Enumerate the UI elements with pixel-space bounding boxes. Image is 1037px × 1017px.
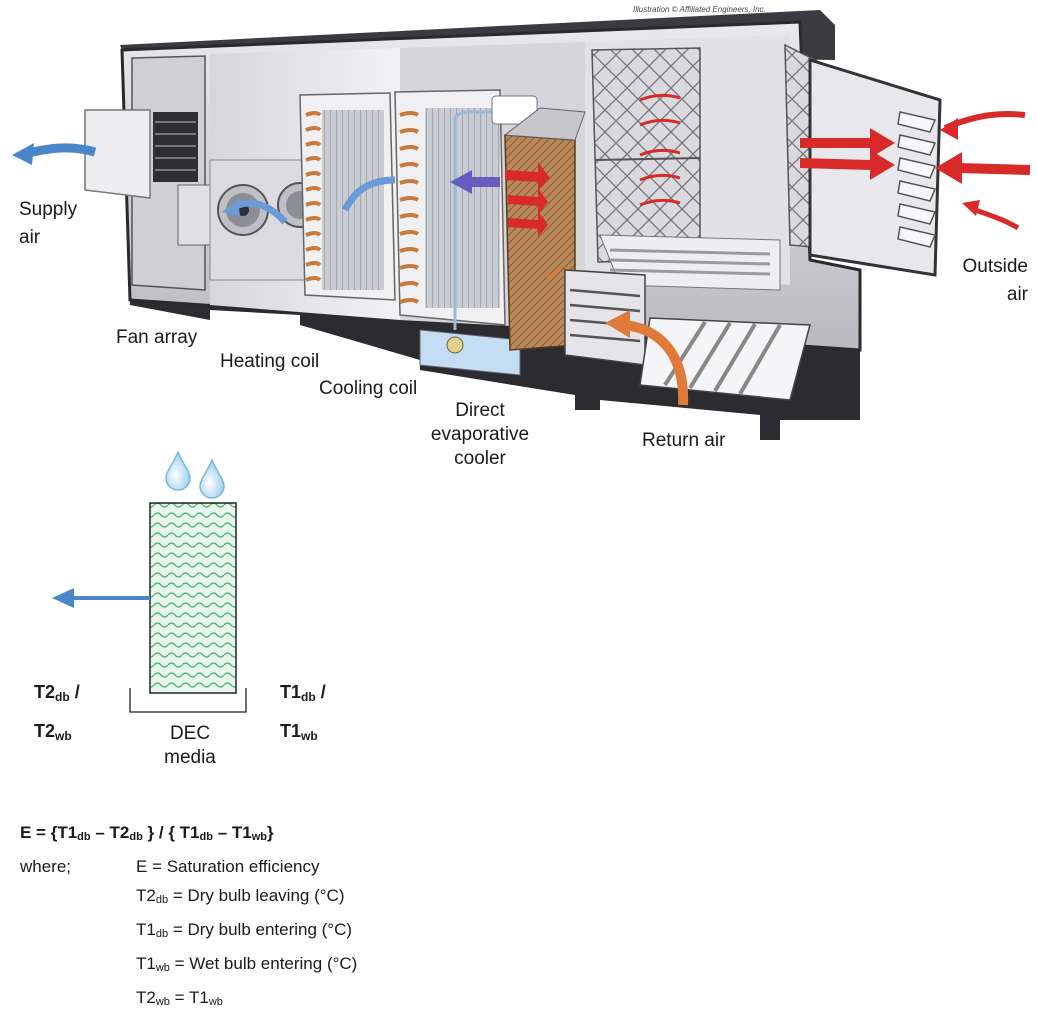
saturation-efficiency-formula: E = {T1db – T2db } / { T1db – T1wb} wher… bbox=[20, 818, 520, 1017]
eq-sub4: wb bbox=[251, 831, 267, 843]
media-bracket bbox=[129, 688, 247, 713]
t2-wb-sub: wb bbox=[55, 729, 72, 743]
t2-db-text: T2 bbox=[34, 682, 56, 702]
t1-label: T1db / T1wb bbox=[280, 675, 326, 753]
def3-a: T1 bbox=[136, 920, 156, 939]
formula-where-row: where; E = Saturation efficiency bbox=[20, 852, 520, 881]
dec-media-block bbox=[149, 502, 237, 694]
t2-db-sub: db bbox=[55, 690, 70, 704]
evaporative-air-arrow bbox=[450, 170, 500, 194]
label-dec-line3: cooler bbox=[454, 448, 506, 469]
cooling-coil bbox=[394, 89, 538, 330]
label-supply-air-line1: Supply bbox=[19, 199, 78, 220]
dec-media-label: DEC media bbox=[140, 722, 240, 770]
def2-b: = Dry bulb leaving (°C) bbox=[168, 886, 345, 905]
def4-b: = Wet bulb entering (°C) bbox=[169, 954, 358, 973]
dec-media-line2: media bbox=[164, 747, 216, 768]
eq-sub3: db bbox=[199, 831, 213, 843]
def2-sub: db bbox=[155, 894, 169, 906]
def4-a: T1 bbox=[136, 954, 156, 973]
label-outside-air-line1: Outside bbox=[962, 256, 1028, 277]
def5-a: T2 bbox=[136, 988, 156, 1007]
label-dec-line1: Direct bbox=[455, 400, 505, 421]
filter-air-arrows bbox=[505, 93, 681, 237]
eq-part4: – T1 bbox=[212, 823, 252, 842]
label-outside-air: Outside air bbox=[940, 255, 1028, 307]
eq-sub1: db bbox=[77, 831, 91, 843]
eq-part2: – T2 bbox=[90, 823, 130, 842]
eq-part5: } bbox=[267, 823, 274, 842]
supply-air-opening bbox=[84, 109, 214, 246]
t2-separator: / bbox=[69, 682, 80, 702]
t1-db-sub: db bbox=[301, 690, 316, 704]
def5-b: = T1 bbox=[169, 988, 209, 1007]
t2-label: T2db / T2wb bbox=[34, 675, 80, 753]
def5-sub: wb bbox=[155, 996, 170, 1008]
formula-def-t2wb: T2wb = T1wb bbox=[20, 983, 520, 1017]
return-air-arrow bbox=[547, 266, 689, 406]
t2-wb-text: T2 bbox=[34, 721, 56, 741]
label-supply-air: Supply air bbox=[19, 198, 77, 250]
dec-water-sump bbox=[419, 329, 521, 376]
def2-a: T2 bbox=[136, 886, 156, 905]
eq-part3: } / { T1 bbox=[142, 823, 200, 842]
fan-air-arrow bbox=[222, 199, 288, 225]
formula-def-t2db: T2db = Dry bulb leaving (°C) bbox=[20, 881, 520, 915]
illustration-credit: Illustration © Affiliated Engineers, Inc… bbox=[633, 5, 766, 14]
heating-coil bbox=[299, 92, 396, 301]
def3-sub: db bbox=[155, 928, 169, 940]
t1-wb-text: T1 bbox=[280, 721, 302, 741]
label-return-air: Return air bbox=[642, 430, 726, 451]
t1-wb-sub: wb bbox=[301, 729, 318, 743]
label-heating-coil: Heating coil bbox=[220, 351, 320, 372]
water-droplets-icon bbox=[165, 450, 225, 499]
formula-equation: E = {T1db – T2db } / { T1db – T1wb} bbox=[20, 818, 520, 852]
def5-sub2: wb bbox=[208, 996, 223, 1008]
eq-part1: E = {T1 bbox=[20, 823, 78, 842]
label-outside-air-line2: air bbox=[1006, 284, 1028, 305]
dec-schematic bbox=[52, 450, 330, 713]
formula-def-t1wb: T1wb = Wet bulb entering (°C) bbox=[20, 949, 520, 983]
coil-air-arrow bbox=[341, 176, 396, 212]
label-supply-air-line2: air bbox=[19, 227, 41, 248]
dec-media-line1: DEC bbox=[169, 723, 211, 744]
def4-sub: wb bbox=[155, 962, 170, 974]
eq-sub2: db bbox=[129, 831, 143, 843]
air-handling-unit-illustration bbox=[12, 10, 1031, 440]
label-fan-array: Fan array bbox=[116, 327, 198, 348]
formula-where: where; bbox=[20, 857, 72, 876]
t1-db-text: T1 bbox=[280, 682, 302, 702]
label-cooling-coil: Cooling coil bbox=[319, 378, 418, 399]
def3-b: = Dry bulb entering (°C) bbox=[168, 920, 353, 939]
label-direct-evaporative-cooler: Direct evaporative cooler bbox=[425, 399, 535, 471]
leaving-air-arrow bbox=[52, 588, 150, 608]
supply-air-arrow bbox=[12, 143, 97, 165]
formula-def-e: E = Saturation efficiency bbox=[136, 857, 320, 876]
formula-def-t1db: T1db = Dry bulb entering (°C) bbox=[20, 915, 520, 949]
label-dec-line2: evaporative bbox=[430, 424, 530, 445]
t1-separator: / bbox=[315, 682, 326, 702]
outside-air-arrows bbox=[800, 110, 1031, 231]
